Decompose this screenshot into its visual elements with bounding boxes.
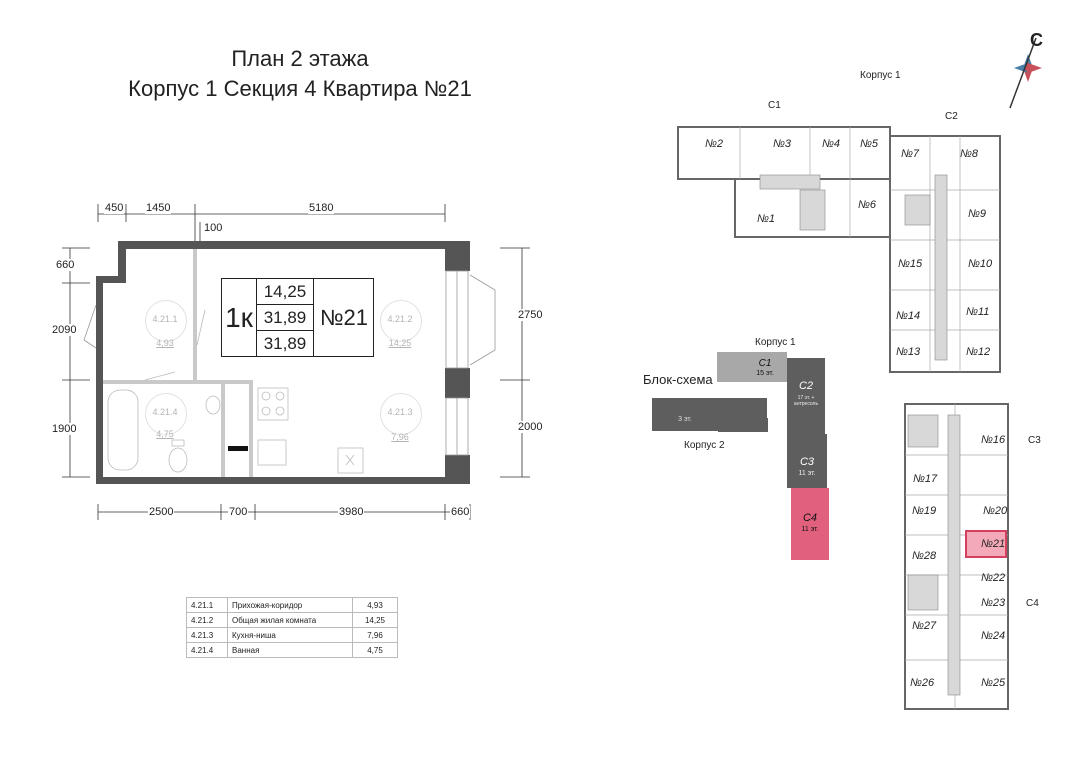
apartment-type: 1к: [225, 302, 253, 333]
room-id-2: 4.21.2: [387, 314, 413, 324]
apt-label: №22: [981, 572, 1006, 584]
apt-label: №12: [966, 346, 991, 358]
dim-bottom-3: 3980: [338, 506, 365, 518]
room-id-1: 4.21.1: [152, 314, 178, 324]
apt-label: №13: [896, 346, 921, 358]
block-scheme-korpus2: Корпус 2: [684, 440, 725, 451]
room-area-3: 7,96: [391, 432, 409, 442]
room-table: 4.21.1 Прихожая-коридор 4,93 4.21.2 Обща…: [186, 597, 398, 658]
room-id-3: 4.21.3: [387, 407, 413, 417]
apt-label: №2: [705, 138, 724, 150]
apt-label: №26: [910, 677, 935, 689]
apt-label: №19: [912, 505, 937, 517]
compass-letter: С: [1030, 30, 1043, 50]
apt-label: №6: [858, 199, 877, 211]
room-marker-2: [380, 300, 422, 342]
table-row: 4.21.1 Прихожая-коридор 4,93: [186, 597, 398, 613]
dim-top-1: 450: [104, 202, 125, 214]
apt-label: №14: [896, 310, 921, 322]
section-c2-label: С2: [945, 111, 958, 122]
block-c3-floors: 11 эт.: [798, 470, 816, 477]
room-id-4: 4.21.4: [152, 407, 178, 417]
apt-label: №5: [860, 138, 879, 150]
apt-label-highlight: №21: [981, 538, 1006, 550]
apt-label: №20: [983, 505, 1008, 517]
block-c2-name: С2: [798, 380, 814, 392]
block-c4-floors: 11 эт.: [801, 526, 819, 533]
block-c2-floors: 17 эт. + антресоль: [793, 395, 819, 407]
dim-left-2: 2090: [52, 324, 77, 336]
living-area: 14,25: [256, 279, 313, 305]
block-scheme-korpus1: Корпус 1: [755, 337, 796, 348]
apt-label: №24: [981, 630, 1006, 642]
dim-left-1: 660: [56, 259, 75, 271]
block-c1-floors: 15 эт.: [756, 370, 774, 377]
room-marker-4: [145, 393, 187, 435]
apt-label: №17: [913, 473, 938, 485]
apt-label: №11: [966, 306, 990, 318]
room-area-4: 4,75: [156, 429, 174, 439]
dim-top-small: 100: [203, 222, 224, 234]
dim-right-1: 2750: [518, 309, 543, 321]
apt-label: №27: [912, 620, 937, 632]
section-c4-label: С4: [1026, 598, 1039, 609]
dim-left-3: 1900: [52, 423, 77, 435]
room-marker-1: [145, 300, 187, 342]
apt-label: №9: [968, 208, 987, 220]
plan-subtitle: Корпус 1 Секция 4 Квартира №21: [128, 76, 472, 101]
dim-bottom-4: 660: [450, 506, 471, 518]
dim-top-2: 1450: [145, 202, 172, 214]
room-area-2: 14,25: [388, 338, 412, 348]
apt-label: №7: [901, 148, 920, 160]
apt-label: №3: [773, 138, 792, 150]
block-c1-name: С1: [758, 358, 772, 369]
apt-label: №25: [981, 677, 1006, 689]
block-c3-name: С3: [799, 456, 815, 468]
apt-label: №15: [898, 258, 923, 270]
room-marker-3: [380, 393, 422, 435]
site-building-label: Корпус 1: [860, 70, 901, 81]
dim-bottom-2: 700: [228, 506, 249, 518]
room-table-area: 4,75: [352, 642, 398, 658]
table-row: 4.21.3 Кухня-ниша 7,96: [186, 627, 398, 643]
room-area-1: 4,93: [156, 338, 174, 348]
table-row: 4.21.4 Ванная 4,75: [186, 642, 398, 658]
plan-title: План 2 этажа: [231, 46, 369, 71]
apt-label: №8: [960, 148, 979, 160]
section-c3-label: С3: [1028, 435, 1041, 446]
apt-label: №28: [912, 550, 937, 562]
total-area-2: 31,89: [256, 331, 313, 356]
dim-right-2: 2000: [518, 421, 543, 433]
block-c4-name: С4: [802, 512, 818, 524]
block-c3: [787, 434, 827, 488]
apartment-21-highlight: [965, 530, 1007, 558]
block-c2: [787, 358, 825, 434]
apt-label: №23: [981, 597, 1006, 609]
dim-top-3: 5180: [308, 202, 335, 214]
block-scheme-title: Блок-схема: [643, 372, 713, 387]
block-c4: [791, 488, 829, 560]
apt-label: №16: [981, 434, 1006, 446]
total-area: 31,89: [256, 305, 313, 331]
floor-plan: [62, 204, 530, 520]
dim-bottom-1: 2500: [148, 506, 175, 518]
apartment-number: №21: [313, 279, 374, 356]
block-korpus2-floors: 3 эт.: [678, 416, 692, 423]
room-table-area: 4,93: [352, 597, 398, 613]
apt-label: №10: [968, 258, 993, 270]
apt-label: №1: [757, 213, 776, 225]
apt-label: №4: [822, 138, 841, 150]
section-c1-label: С1: [768, 100, 781, 111]
block-c1: [717, 352, 787, 382]
apartment-info-box: 1к 14,25 31,89 31,89 №21: [221, 278, 374, 357]
